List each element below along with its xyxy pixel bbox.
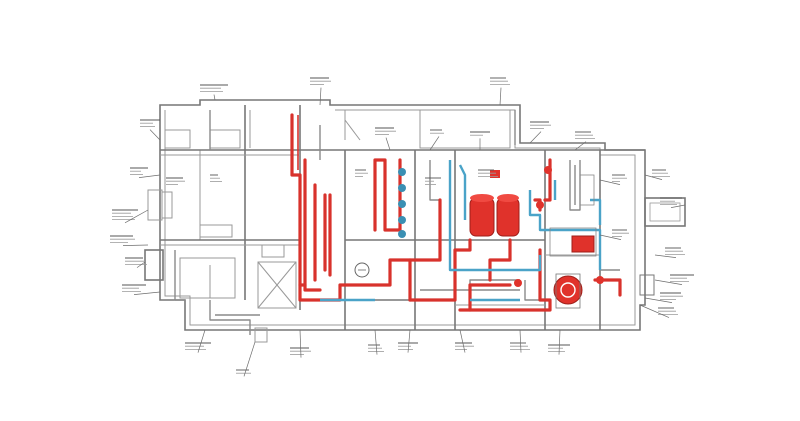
callout-leader bbox=[519, 329, 522, 353]
hot-water-piping bbox=[290, 113, 622, 312]
callout-label bbox=[529, 121, 551, 144]
callout-leader bbox=[138, 174, 161, 178]
callout-label bbox=[574, 131, 595, 151]
callout-label bbox=[355, 169, 368, 177]
callout-label bbox=[654, 247, 685, 258]
callout-leader bbox=[407, 329, 411, 353]
callout-label bbox=[639, 304, 678, 318]
callout-leader bbox=[429, 136, 440, 151]
meter-icon bbox=[354, 262, 370, 278]
callout-leader bbox=[644, 174, 663, 180]
callout-leader bbox=[599, 179, 621, 185]
cold-water-piping bbox=[320, 160, 602, 302]
callout-label bbox=[398, 329, 418, 353]
callout-leader bbox=[319, 87, 322, 106]
valve-icon bbox=[536, 201, 544, 209]
callout-leader bbox=[213, 94, 216, 101]
callout-label bbox=[510, 329, 530, 353]
callout-leader bbox=[499, 87, 502, 106]
callout-label bbox=[660, 197, 686, 208]
callout-label bbox=[110, 235, 149, 246]
callout-label bbox=[236, 341, 256, 377]
callout-label bbox=[185, 329, 211, 353]
callout-label bbox=[130, 167, 161, 178]
callout-leader bbox=[644, 297, 673, 303]
valve-icon bbox=[544, 166, 552, 174]
callout-label bbox=[599, 229, 629, 240]
callout-leader bbox=[654, 254, 677, 258]
callout-label bbox=[290, 329, 311, 358]
callout-label bbox=[478, 169, 498, 177]
callout-leader bbox=[599, 234, 622, 240]
air-handler bbox=[644, 197, 686, 227]
callout-leader bbox=[243, 341, 256, 377]
callout-label bbox=[368, 329, 384, 355]
callout-label bbox=[654, 274, 694, 285]
callout-label bbox=[140, 119, 161, 141]
valve-icon bbox=[596, 276, 604, 284]
callout-leader bbox=[133, 291, 161, 295]
callout-label bbox=[310, 77, 331, 106]
callout-leader bbox=[149, 129, 161, 141]
callout-leader bbox=[459, 329, 466, 353]
callout-leader bbox=[299, 329, 302, 358]
callout-leader bbox=[654, 279, 683, 285]
callout-label bbox=[644, 292, 683, 303]
callout-label bbox=[644, 169, 670, 180]
callout-label bbox=[490, 77, 510, 106]
callout-leader bbox=[639, 304, 670, 318]
valve-icon bbox=[490, 170, 500, 178]
callout-leader bbox=[574, 141, 587, 151]
tank-2 bbox=[496, 194, 520, 237]
callout-leader bbox=[124, 209, 149, 224]
callout-leader bbox=[197, 329, 206, 353]
callout-label bbox=[112, 209, 149, 224]
callout-label bbox=[122, 284, 161, 295]
callout-leader bbox=[558, 329, 561, 355]
callout-label bbox=[210, 174, 222, 182]
callout-leader bbox=[670, 204, 686, 208]
callout-label bbox=[200, 84, 228, 101]
callout-label bbox=[470, 131, 490, 150]
valve-column bbox=[398, 168, 406, 238]
callout-label bbox=[166, 177, 185, 185]
callout-label bbox=[548, 329, 570, 355]
stairwell bbox=[179, 224, 297, 309]
callout-leader bbox=[385, 137, 391, 151]
callout-label bbox=[599, 174, 627, 185]
tank-1 bbox=[469, 194, 495, 237]
equipment bbox=[354, 166, 686, 309]
callout-label bbox=[425, 177, 441, 185]
callout-leader bbox=[374, 329, 378, 355]
callout-leader bbox=[529, 131, 542, 144]
pump bbox=[553, 273, 583, 309]
callout-label bbox=[429, 129, 444, 151]
callout-leader bbox=[122, 244, 149, 246]
callout-label bbox=[375, 127, 396, 151]
callout-label bbox=[125, 257, 147, 268]
heat-exchanger bbox=[549, 227, 597, 257]
callout-label bbox=[455, 329, 474, 353]
annotation-callouts bbox=[110, 77, 694, 377]
valve-icon bbox=[514, 279, 522, 287]
callout-leader bbox=[136, 261, 146, 268]
